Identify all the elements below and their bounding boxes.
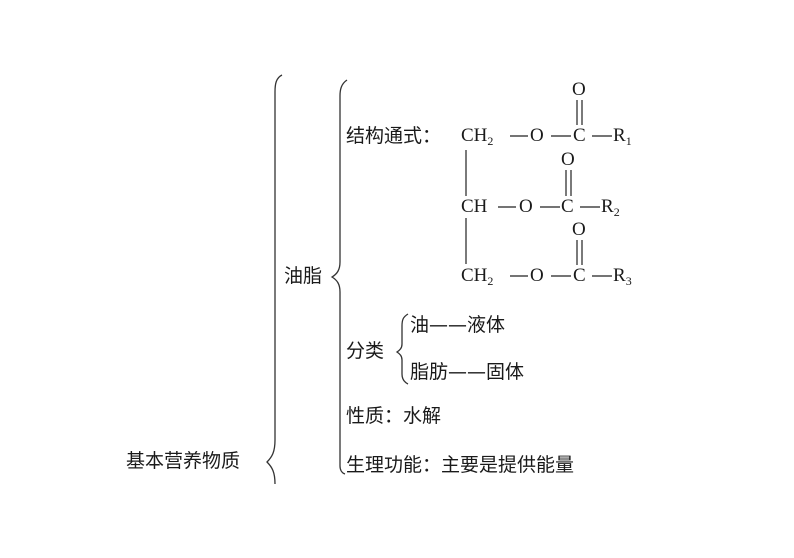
ester-oxygen: O: [530, 125, 544, 146]
root-label: 基本营养物质: [126, 450, 241, 472]
item-name: 脂肪: [410, 361, 449, 383]
item-dash: ——: [429, 314, 468, 336]
alkyl-group: R1: [613, 125, 632, 148]
item-state: 固体: [486, 361, 525, 383]
structure-group-ch2: CH2: [461, 125, 494, 148]
carbonyl-oxygen: O: [572, 79, 586, 100]
carbonyl-carbon: C: [573, 265, 586, 286]
item-state: 液体: [467, 314, 506, 336]
structure-group-ch2: CH2: [461, 265, 494, 288]
carbonyl-oxygen: O: [572, 219, 586, 240]
carbonyl-oxygen: O: [561, 149, 575, 170]
alkyl-group: R3: [613, 265, 632, 288]
topic-brace: [330, 79, 348, 475]
item-dash: ——: [448, 361, 487, 383]
classification-label: 分类: [346, 340, 385, 362]
classification-item-fat: 脂肪——固体: [410, 363, 524, 382]
function-label: 生理功能：主要是提供能量: [346, 454, 575, 476]
structure-group-ch: CH: [461, 196, 488, 217]
classification-brace: [395, 313, 409, 385]
property-label: 性质：水解: [346, 405, 442, 427]
classification-item-oil: 油——液体: [410, 316, 505, 335]
root-brace: [266, 74, 283, 485]
topic-label: 油脂: [284, 265, 323, 287]
ester-oxygen: O: [519, 196, 533, 217]
carbonyl-carbon: C: [561, 196, 574, 217]
alkyl-group: R2: [601, 196, 620, 219]
structure-label: 结构通式：: [346, 125, 442, 147]
carbonyl-carbon: C: [573, 125, 586, 146]
ester-oxygen: O: [530, 265, 544, 286]
item-name: 油: [410, 314, 430, 336]
